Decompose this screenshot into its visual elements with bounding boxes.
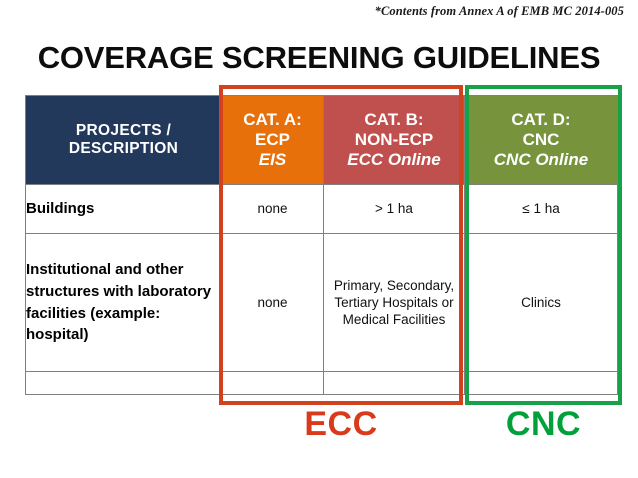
table-row (25, 371, 618, 395)
column-header-cat-a: CAT. A: ECP EIS (221, 95, 324, 185)
column-header-projects-description: PROJECTS / DESCRIPTION (25, 95, 222, 185)
header-line-1: CAT. A: (243, 109, 302, 129)
header-subtitle: EIS (258, 150, 287, 170)
header-subtitle: ECC Online (347, 150, 441, 170)
cell-cat-a (221, 371, 324, 395)
page-title: COVERAGE SCREENING GUIDELINES (37, 40, 601, 75)
header-line-2: ECP (255, 129, 290, 149)
header-line-2: NON-ECP (354, 129, 434, 149)
table-header-row: PROJECTS / DESCRIPTION CAT. A: ECP EIS C… (25, 95, 618, 185)
cell-cat-d: ≤ 1 ha (464, 184, 618, 234)
row-description: Buildings (25, 184, 222, 234)
column-header-cat-b: CAT. B: NON-ECP ECC Online (323, 95, 465, 185)
header-line-1: PROJECTS / (75, 121, 172, 139)
cell-cat-d: Clinics (464, 233, 618, 372)
row-description (25, 371, 222, 395)
cell-cat-a: none (221, 184, 324, 234)
cnc-group-label: CNC (505, 405, 582, 443)
header-subtitle: CNC Online (493, 150, 589, 170)
cell-cat-d (464, 371, 618, 395)
coverage-screening-table: PROJECTS / DESCRIPTION CAT. A: ECP EIS C… (25, 95, 618, 395)
header-line-1: CAT. B: (364, 109, 424, 129)
column-header-cat-d: CAT. D: CNC CNC Online (464, 95, 618, 185)
header-line-2: DESCRIPTION (68, 140, 179, 157)
header-line-1: CAT. D: (511, 109, 571, 129)
cell-cat-b: > 1 ha (323, 184, 465, 234)
cell-cat-b (323, 371, 465, 395)
cell-cat-a: none (221, 233, 324, 372)
ecc-group-label: ECC (304, 405, 378, 443)
annex-source-footnote: *Contents from Annex A of EMB MC 2014-00… (374, 4, 624, 18)
table-row: Institutional and other structures with … (25, 233, 618, 372)
screening-grid: PROJECTS / DESCRIPTION CAT. A: ECP EIS C… (25, 95, 618, 395)
cell-cat-b: Primary, Secondary, Tertiary Hospitals o… (323, 233, 465, 372)
table-row: Buildings none > 1 ha ≤ 1 ha (25, 184, 618, 234)
row-description: Institutional and other structures with … (25, 233, 222, 372)
header-line-2: CNC (522, 129, 560, 149)
